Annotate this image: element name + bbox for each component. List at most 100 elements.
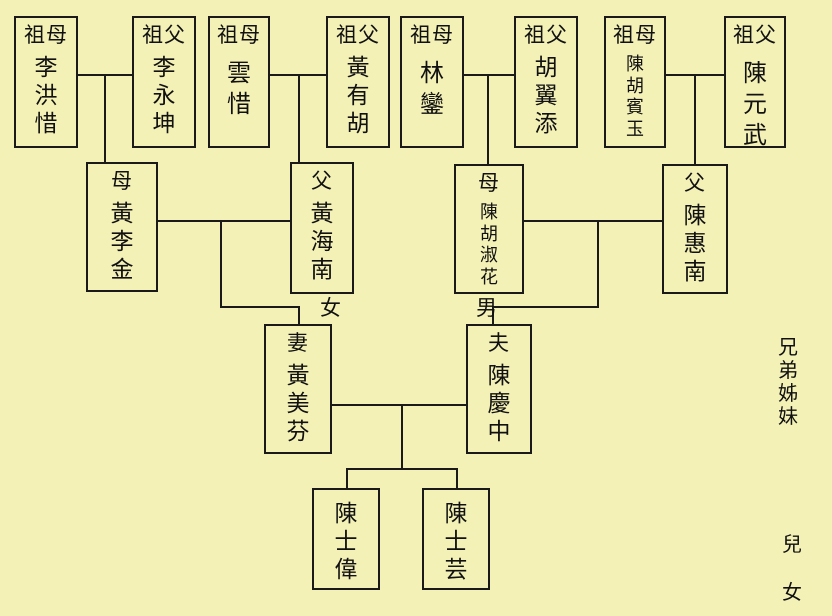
name-char: 黃 <box>310 201 334 228</box>
grandfather-chen-yuanwu-box: 祖父 陳 元 武 <box>724 16 786 150</box>
male-label: 男 <box>476 296 497 320</box>
person-name: 陳 慶 中 <box>488 362 511 446</box>
name-char: 陳 <box>480 202 498 224</box>
role-label: 祖母 <box>24 23 68 47</box>
name-char: 元 <box>743 90 767 119</box>
couple-line-main <box>332 404 468 406</box>
name-char: 海 <box>310 229 334 256</box>
name-char: 陳 <box>683 203 707 230</box>
name-char: 翼 <box>534 83 558 110</box>
role-label: 母 <box>111 169 133 193</box>
children-line-left-drop <box>346 468 348 490</box>
grandfather-li-yongkun-box: 祖父 李 永 坤 <box>132 16 196 148</box>
name-char: 陳 <box>743 59 767 88</box>
name-char: 坤 <box>152 111 176 138</box>
person-name: 雲 惜 <box>227 58 251 120</box>
name-char: 陳 <box>334 501 358 527</box>
name-char: 陳 <box>487 363 511 390</box>
name-char: 武 <box>743 121 767 150</box>
name-char: 洪 <box>34 83 58 110</box>
name-char: 胡 <box>534 55 558 82</box>
person-name: 林 鑾 <box>420 58 444 120</box>
role-label: 夫 <box>488 331 510 355</box>
person-name: 李 永 坤 <box>153 54 176 138</box>
descent-line-gp3 <box>487 74 489 166</box>
name-char: 胡 <box>626 75 644 97</box>
descent-line-gp4 <box>694 74 696 166</box>
name-char: 美 <box>286 391 310 418</box>
mother-chen-hu-shuhua-box: 母 陳 胡 淑 花 <box>454 164 524 294</box>
name-char: 添 <box>534 111 558 138</box>
female-label: 女 <box>320 296 341 320</box>
descent-line-parents-right-h <box>492 306 599 308</box>
person-name: 黃 李 金 <box>111 200 134 284</box>
couple-line-gp3 <box>464 74 514 76</box>
descent-line-parents-left-drop <box>298 306 300 326</box>
side-char: 弟 <box>778 358 798 382</box>
grandfather-huang-youhu-box: 祖父 黃 有 胡 <box>326 16 390 148</box>
descent-line-parents-left <box>220 220 222 308</box>
name-char: 士 <box>444 529 468 556</box>
person-name: 陳 士 芸 <box>445 500 468 584</box>
descent-line-gp1 <box>104 74 106 164</box>
role-label: 祖父 <box>142 23 186 47</box>
name-char: 惠 <box>683 231 707 258</box>
child-chen-shiyun-box: 陳 士 芸 <box>422 488 490 590</box>
person-name: 陳 胡 淑 花 <box>480 202 498 288</box>
name-char: 玉 <box>626 118 644 140</box>
name-char: 惜 <box>227 90 251 119</box>
name-char: 淑 <box>480 245 498 267</box>
name-char: 南 <box>310 257 334 284</box>
grandmother-lin-luan-box: 祖母 林 鑾 <box>400 16 464 148</box>
role-label: 祖母 <box>410 23 454 47</box>
role-label: 祖父 <box>336 23 380 47</box>
name-char: 鑾 <box>420 90 444 119</box>
name-char: 李 <box>152 55 176 82</box>
grandmother-yunxi-box: 祖母 雲 惜 <box>208 16 270 148</box>
name-char: 李 <box>110 229 134 256</box>
person-name: 黃 美 芬 <box>287 362 310 446</box>
mother-huang-lijin-box: 母 黃 李 金 <box>86 162 158 292</box>
name-char: 黃 <box>286 363 310 390</box>
children-side-label: 兒 女 <box>782 520 802 616</box>
name-char: 有 <box>346 83 370 110</box>
descent-line-parents-left-h <box>220 306 300 308</box>
role-label: 祖母 <box>217 23 261 47</box>
wife-huang-meifen-box: 妻 黃 美 芬 <box>264 324 332 454</box>
name-char: 林 <box>420 59 444 88</box>
name-char: 陳 <box>444 501 468 527</box>
person-name: 李 洪 惜 <box>35 54 58 138</box>
descent-line-gp2 <box>298 74 300 162</box>
name-char: 士 <box>334 529 358 556</box>
husband-chen-qingzhong-box: 夫 陳 慶 中 <box>466 324 532 454</box>
person-name: 胡 翼 添 <box>535 54 558 138</box>
role-label: 祖父 <box>733 23 777 47</box>
name-char: 花 <box>480 266 498 288</box>
person-name: 黃 海 南 <box>311 200 334 284</box>
descent-line-parents-right <box>597 220 599 308</box>
name-char: 賓 <box>626 97 644 119</box>
role-label: 祖父 <box>524 23 568 47</box>
name-char: 永 <box>152 83 176 110</box>
name-char: 惜 <box>34 111 58 138</box>
couple-line-parents-right <box>524 220 662 222</box>
side-char: 兒 <box>782 532 802 556</box>
side-char: 妹 <box>778 404 798 428</box>
descent-line-main <box>401 404 403 470</box>
person-name: 陳 胡 賓 玉 <box>626 54 644 140</box>
grandmother-chen-hu-binyu-box: 祖母 陳 胡 賓 玉 <box>604 16 666 148</box>
grandfather-hu-yitian-box: 祖父 胡 翼 添 <box>514 16 578 148</box>
role-label: 父 <box>684 171 706 195</box>
child-chen-shiwei-box: 陳 士 偉 <box>312 488 380 590</box>
side-char: 姊 <box>778 381 798 405</box>
name-char: 慶 <box>487 391 511 418</box>
name-char: 金 <box>110 257 134 284</box>
name-char: 雲 <box>227 59 251 88</box>
name-char: 偉 <box>334 557 358 584</box>
name-char: 芬 <box>286 419 310 446</box>
father-huang-hainan-box: 父 黃 海 南 <box>290 162 354 294</box>
children-line-right-drop <box>456 468 458 490</box>
name-char: 胡 <box>346 111 370 138</box>
couple-line-parents-left <box>158 220 290 222</box>
siblings-side-label: 兄 弟 姊 妹 <box>778 336 798 428</box>
